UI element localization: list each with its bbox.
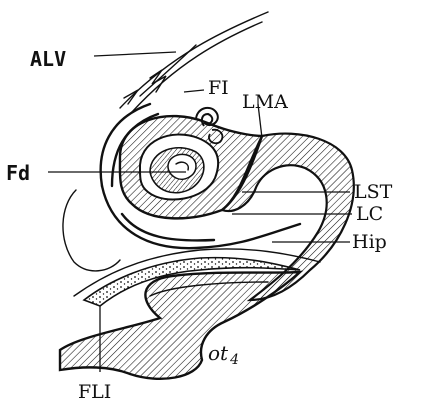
label-lst: LST <box>354 181 393 203</box>
label-lc: LC <box>356 203 383 225</box>
label-alv: ALV <box>30 47 66 71</box>
label-ot-main: ot <box>208 341 229 365</box>
leader-fi <box>184 90 204 92</box>
label-fd: Fd <box>6 161 30 185</box>
label-ot-sub: 4 <box>229 352 239 368</box>
label-fli: FLI <box>78 381 111 403</box>
label-fi: FI <box>208 77 229 99</box>
occipitotemporal-gyrus <box>60 272 300 379</box>
label-hip: Hip <box>352 231 387 253</box>
leader-alv <box>94 52 176 56</box>
label-lma: LMA <box>242 91 288 113</box>
